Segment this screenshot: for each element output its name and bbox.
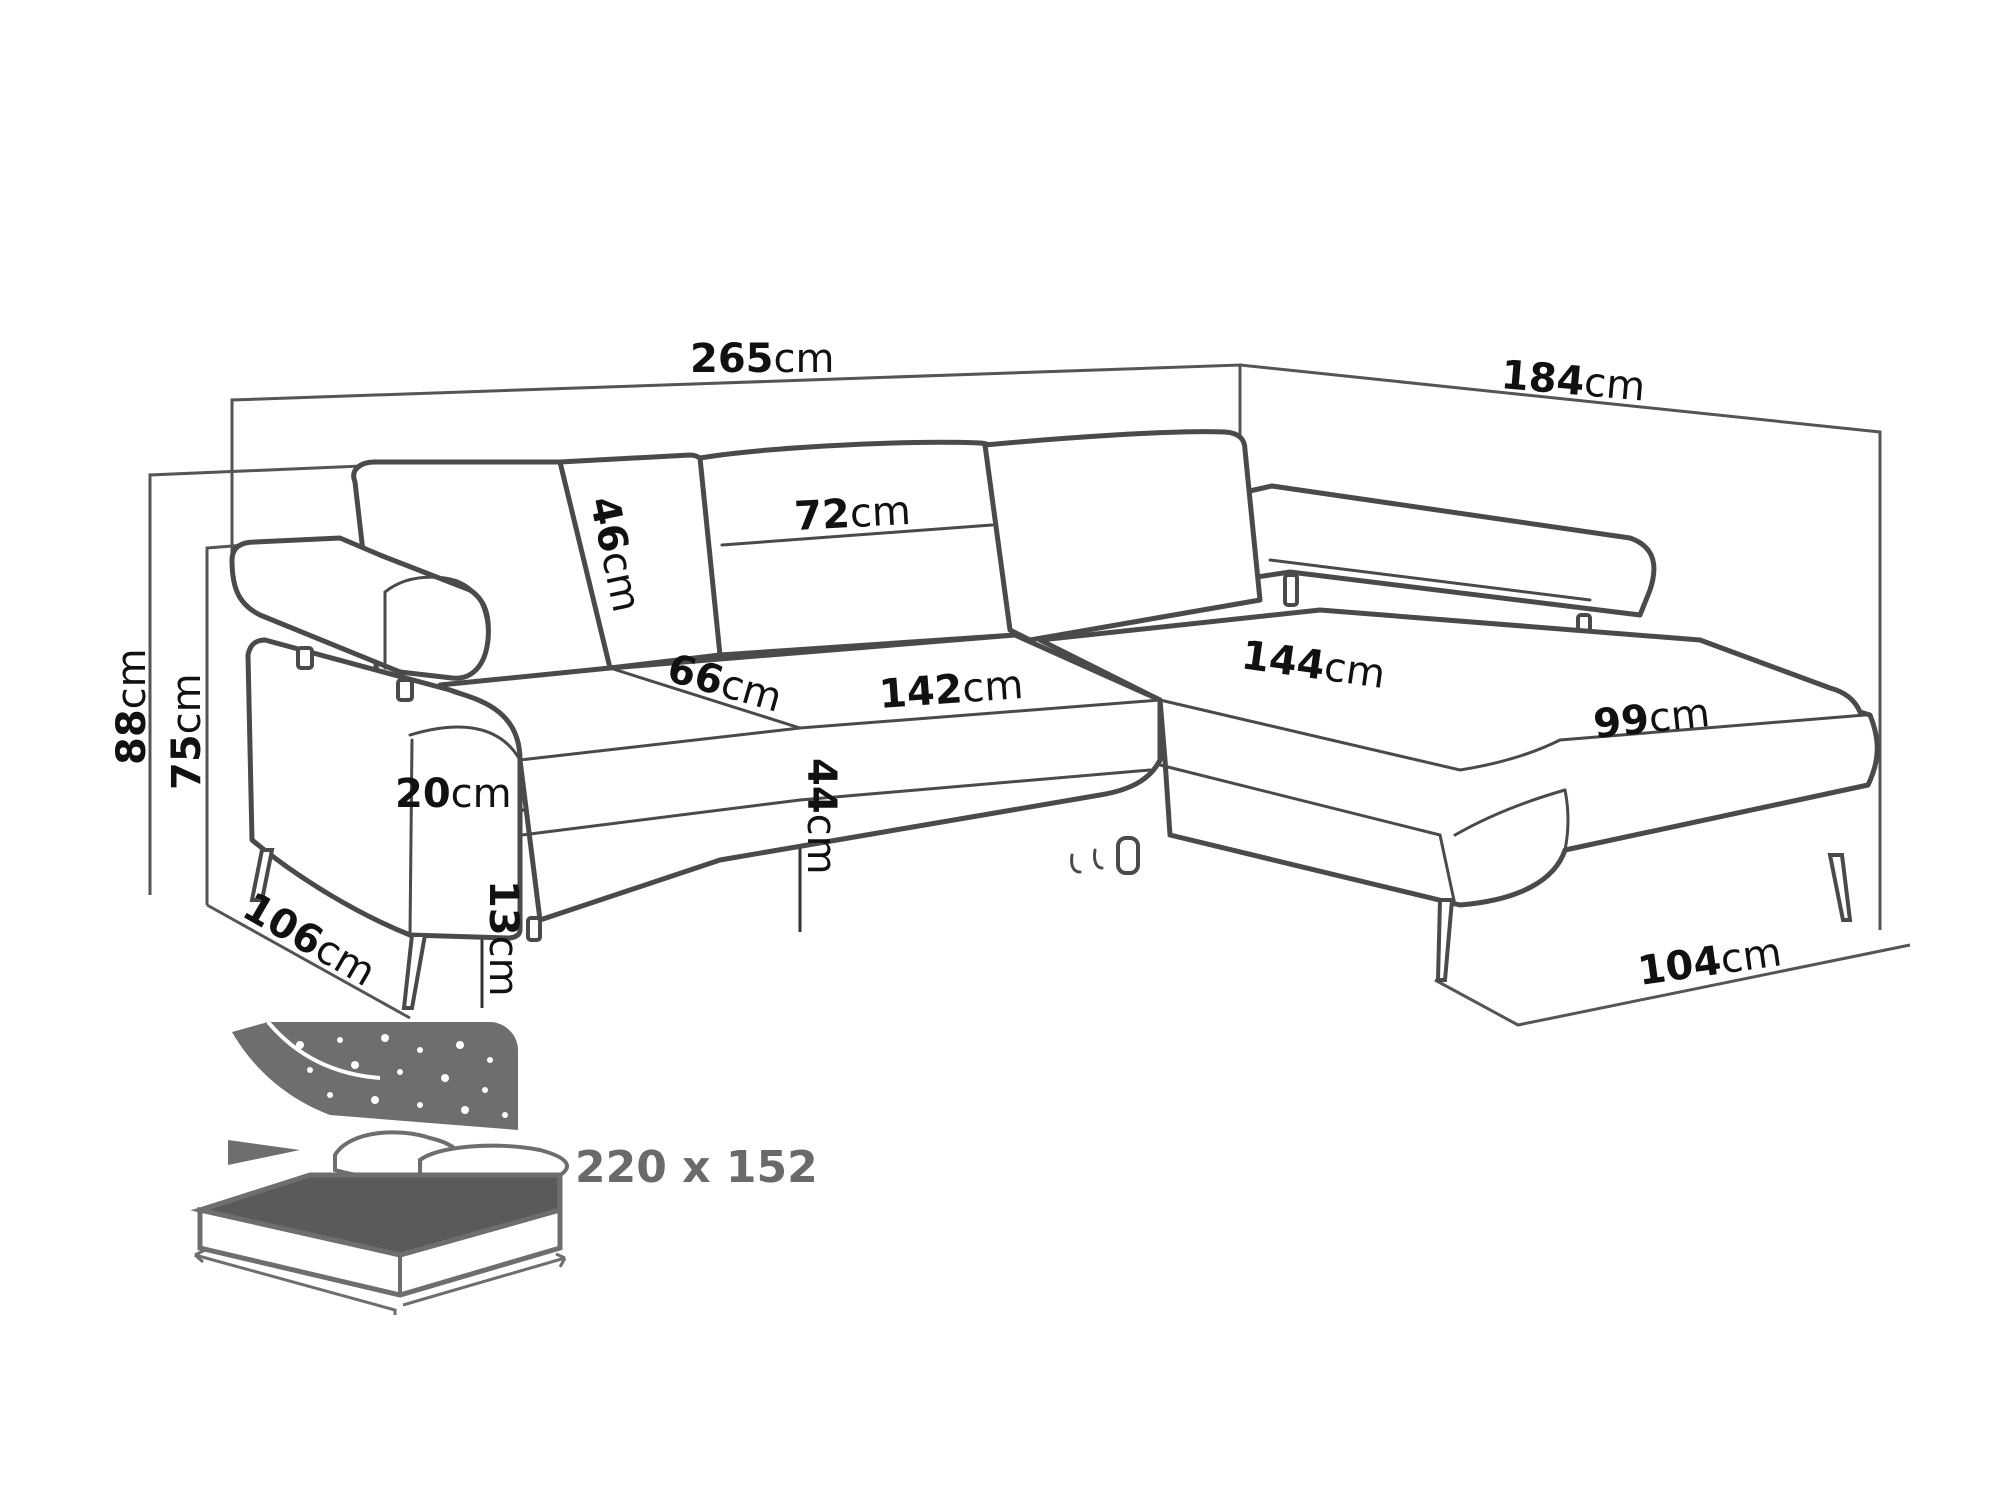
chaise-back xyxy=(1242,483,1657,618)
leg-chaise-back xyxy=(1827,853,1853,922)
stars xyxy=(247,1034,508,1133)
sofa-drawing xyxy=(229,429,1880,1010)
label-bed-size: 220 x 152 xyxy=(575,1142,818,1193)
backrest-cushion-right xyxy=(982,429,1263,643)
total-height-line xyxy=(148,463,386,895)
label-total-height: 88cm xyxy=(109,648,155,765)
depth-line xyxy=(206,903,411,1020)
label-leg-height: 13cm xyxy=(480,880,526,997)
label-seat-height: 44cm xyxy=(798,758,844,875)
label-armrest-height: 75cm xyxy=(164,673,210,790)
label-total-width: 265cm xyxy=(690,336,834,382)
leg-front-armrest xyxy=(401,933,428,1010)
label-chaise-depth: 104cm xyxy=(1635,929,1784,995)
bed-icon xyxy=(190,1020,569,1315)
label-backrest-width: 72cm xyxy=(793,488,912,540)
chaise-depth-line xyxy=(1434,943,1911,1027)
label-chaise-seat-width: 99cm xyxy=(1591,690,1712,748)
label-chaise-length: 184cm xyxy=(1499,352,1647,410)
label-seat-width: 142cm xyxy=(877,662,1024,718)
chaise-seat xyxy=(1037,607,1880,908)
leg-front-left xyxy=(249,848,275,902)
leg-chaise-front xyxy=(1435,898,1455,982)
main-seat xyxy=(437,632,1163,923)
chaise-length-line xyxy=(1239,363,1882,930)
label-armrest-width: 20cm xyxy=(395,771,512,817)
armrest-height-line xyxy=(205,543,246,905)
left-armrest xyxy=(245,637,523,941)
backrest-cushion-middle xyxy=(697,439,1018,658)
leg-center xyxy=(526,916,542,942)
